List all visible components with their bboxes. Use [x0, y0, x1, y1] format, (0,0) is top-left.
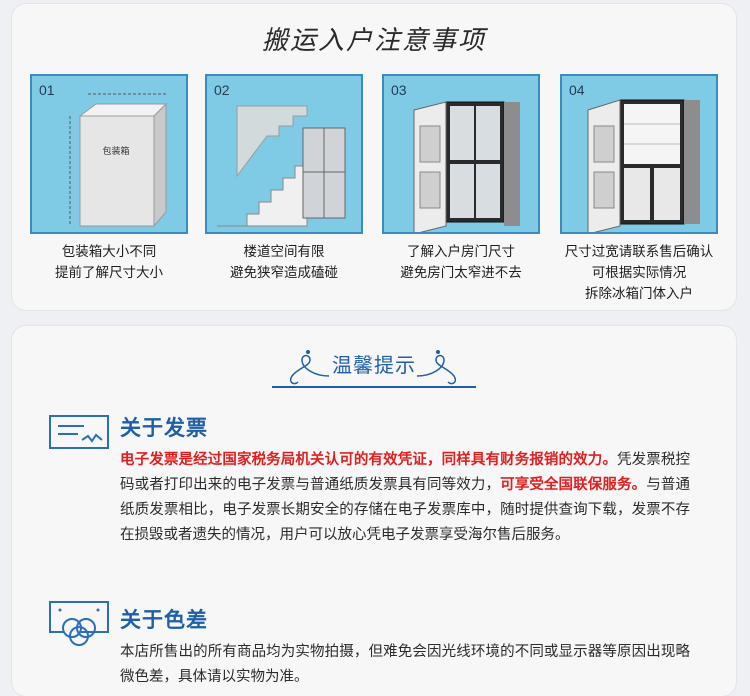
box-label: 包装箱: [102, 145, 129, 157]
color-difference-icon: [49, 601, 109, 646]
color-difference-paragraph: 本店所售出的所有商品均为实物拍摄，但难免会因光线环境的不同或显示器等原因出现略微…: [120, 644, 690, 685]
step-stairway: 02 楼道空间有限 避免狭窄造成磕碰: [205, 74, 363, 284]
tips-header: 温馨提示: [12, 346, 736, 388]
step-caption: 楼道空间有限 避免狭窄造成磕碰: [230, 244, 338, 281]
step-door-size: 03 了解入户房门尺寸 避免房门太窄进不去: [382, 74, 540, 284]
tips-title: 温馨提示: [332, 353, 416, 377]
door-fridge-icon: [413, 101, 520, 232]
step-remove-doors: 04 尺寸过宽请联系售后确认 可根据实际情况 拆除冰箱门体入户: [560, 74, 718, 305]
step-caption: 了解入户房门尺寸 避免房门太窄进不去: [400, 244, 522, 281]
tips-underline: [272, 386, 476, 388]
moving-notes-card: 搬运入户注意事项 01 包装箱 包装箱大小不同 提前了解尺寸大小: [12, 4, 736, 310]
step-remove-doors-illustration: 04: [560, 74, 718, 234]
step-stairway-illustration: 02: [205, 74, 363, 234]
step-door-size-illustration: 03: [382, 74, 540, 234]
invoice-icon: [49, 415, 109, 449]
open-fridge-icon: [587, 99, 700, 232]
stairs-icon: [217, 105, 346, 227]
step-caption: 尺寸过宽请联系售后确认 可根据实际情况 拆除冰箱门体入户: [564, 244, 714, 302]
invoice-title: 关于发票: [120, 416, 208, 440]
moving-notes-title: 搬运入户注意事项: [261, 26, 486, 56]
step-caption: 包装箱大小不同 提前了解尺寸大小: [55, 244, 163, 281]
step-number: 02: [214, 82, 230, 98]
left-ornament-icon: [289, 350, 330, 385]
packing-box-icon: 包装箱: [69, 93, 168, 228]
color-difference-title: 关于色差: [120, 608, 208, 632]
step-number: 03: [391, 82, 407, 98]
tips-card: 温馨提示 关于发票 电子发票是经过国家税务局机关认可的有效凭证，同样具有财务报销…: [12, 326, 736, 696]
step-box-size: 01 包装箱 包装箱大小不同 提前了解尺寸大小: [30, 74, 188, 284]
step-number: 04: [569, 82, 585, 98]
step-box-size-illustration: 01 包装箱: [30, 74, 188, 234]
invoice-paragraph: 电子发票是经过国家税务局机关认可的有效凭证，同样具有财务报销的效力。凭发票税控码…: [120, 452, 691, 543]
step-number: 01: [39, 82, 55, 98]
right-ornament-icon: [416, 350, 457, 385]
